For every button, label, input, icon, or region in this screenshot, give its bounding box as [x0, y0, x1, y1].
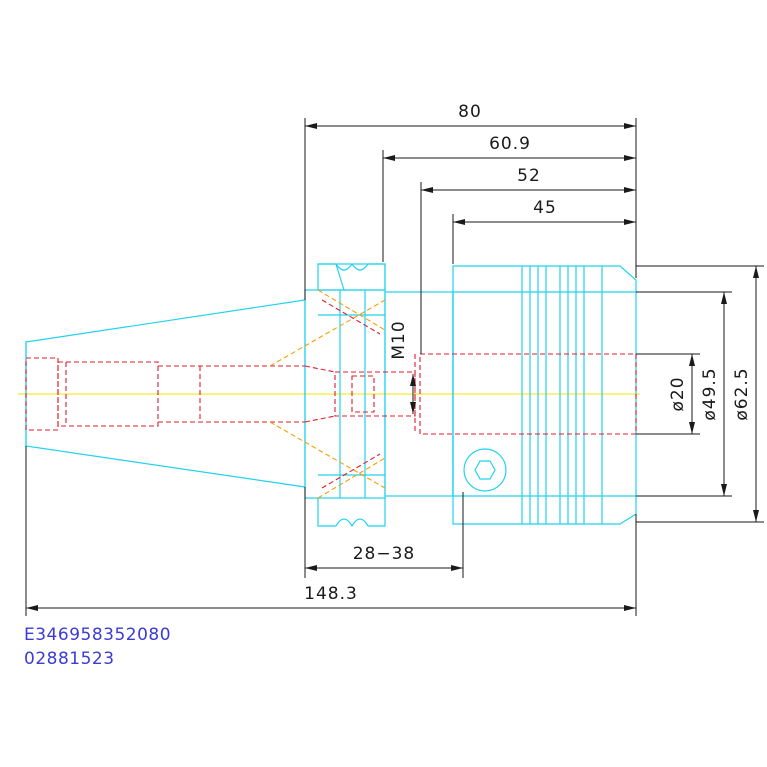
dim-148-3: 148.3	[304, 584, 358, 604]
dim-dia-20: ø20	[668, 376, 688, 411]
dim-dia-62-5: ø62.5	[732, 367, 752, 420]
hidden-flange	[269, 289, 386, 499]
dim-dia-49-5: ø49.5	[700, 367, 720, 420]
dimension-lines	[25, 118, 764, 616]
part-code-2: 02881523	[24, 649, 115, 669]
dim-28-38: 28−38	[353, 544, 416, 564]
dim-45: 45	[533, 198, 557, 218]
dim-60-9: 60.9	[489, 134, 531, 154]
part-code-1: E346958352080	[24, 625, 171, 645]
dim-80: 80	[458, 102, 482, 122]
dim-52: 52	[517, 166, 541, 186]
body	[452, 265, 637, 525]
dim-m10: M10	[389, 320, 409, 359]
set-screw	[463, 448, 507, 492]
flange	[304, 262, 386, 528]
hidden-bore	[25, 353, 637, 435]
